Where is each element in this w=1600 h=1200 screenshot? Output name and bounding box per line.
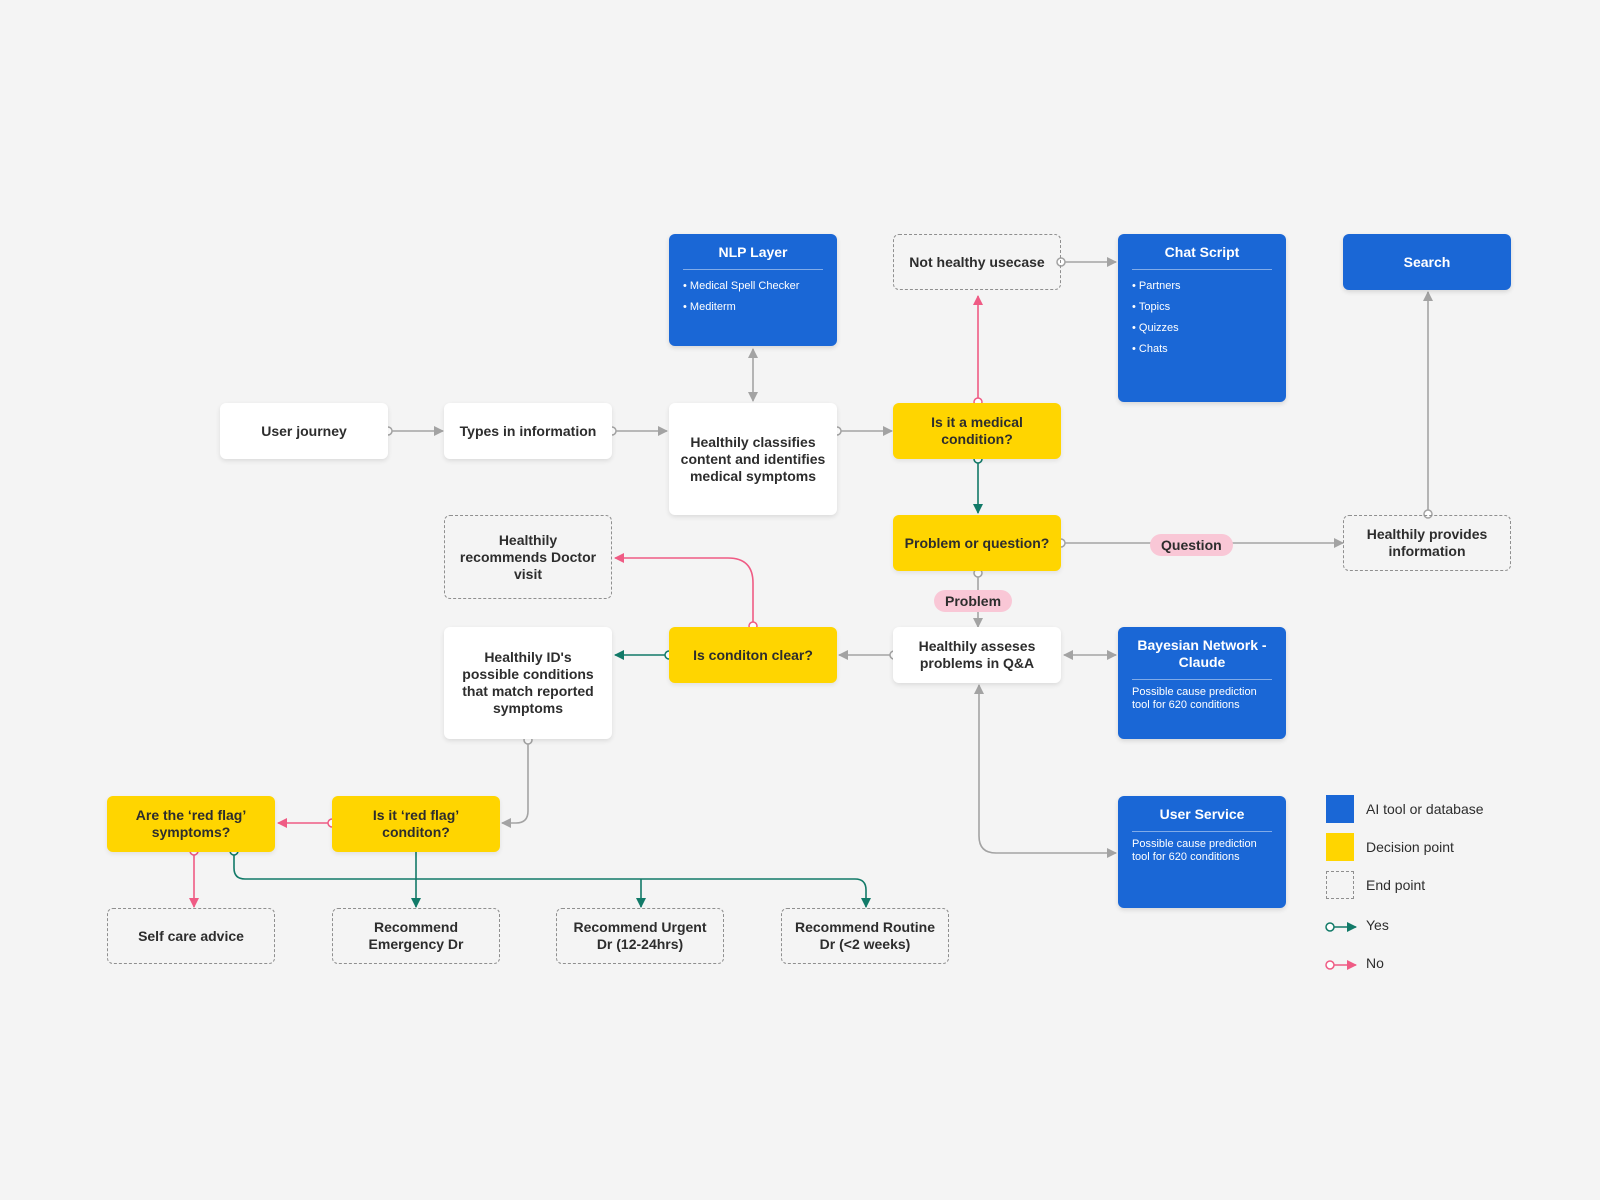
nlp-layer-items: Medical Spell Checker Mediterm <box>683 276 823 318</box>
chat-script-title: Chat Script <box>1132 244 1272 270</box>
chat-script-items: Partners Topics Quizzes Chats <box>1132 276 1272 360</box>
node-provides-info-label: Healthily provides information <box>1366 526 1488 559</box>
edge-label-problem: Problem <box>934 590 1013 612</box>
nlp-layer-title: NLP Layer <box>683 244 823 270</box>
node-recommend-routine[interactable]: Recommend Routine Dr (<2 weeks) <box>781 908 949 964</box>
node-recommend-urgent-label: Recommend Urgent Dr (12-24hrs) <box>573 919 707 952</box>
node-self-care-advice[interactable]: Self care advice <box>107 908 275 964</box>
node-red-flag-condition[interactable]: Is it ‘red flag’ conditon? <box>332 796 500 852</box>
node-classifies-label: Healthily classifies content and identif… <box>680 433 826 484</box>
node-healthily-assesses[interactable]: Healthily asseses problems in Q&A <box>893 627 1061 683</box>
node-assesses-label: Healthily asseses problems in Q&A <box>918 638 1036 671</box>
chat-script-item: Topics <box>1132 297 1272 318</box>
node-self-care-label: Self care advice <box>138 927 244 944</box>
chat-script-item: Partners <box>1132 276 1272 297</box>
node-red-flag-condition-label: Is it ‘red flag’ conditon? <box>372 807 460 840</box>
user-service-desc: Possible cause prediction tool for 620 c… <box>1132 838 1257 863</box>
legend-end-point-swatch <box>1326 871 1354 899</box>
node-is-medical-label: Is it a medical condition? <box>931 414 1023 447</box>
bayesian-desc: Possible cause prediction tool for 620 c… <box>1132 686 1257 711</box>
node-red-flag-symptoms[interactable]: Are the ‘red flag’ symptoms? <box>107 796 275 852</box>
legend-yes: Yes <box>1366 917 1389 933</box>
node-ids-conditions-label: Healthily ID's possible conditions that … <box>462 649 594 716</box>
legend-ai-tool: AI tool or database <box>1326 795 1484 823</box>
node-healthily-classifies[interactable]: Healthily classifies content and identif… <box>669 403 837 515</box>
node-is-condition-clear[interactable]: Is conditon clear? <box>669 627 837 683</box>
user-service-title: User Service <box>1132 806 1272 832</box>
node-search-label: Search <box>1403 253 1451 270</box>
node-is-medical-condition[interactable]: Is it a medical condition? <box>893 403 1061 459</box>
legend-yes-icon <box>1325 922 1357 932</box>
node-healthily-recommends-doctor[interactable]: Healthily recommends Doctor visit <box>444 515 612 599</box>
node-condition-clear-label: Is conditon clear? <box>693 646 813 663</box>
node-recommend-routine-label: Recommend Routine Dr (<2 weeks) <box>794 919 935 952</box>
node-healthily-ids-conditions[interactable]: Healthily ID's possible conditions that … <box>444 627 612 739</box>
node-user-journey[interactable]: User journey <box>220 403 388 459</box>
legend-end-point-label: End point <box>1366 877 1426 893</box>
node-not-healthy-usecase[interactable]: Not healthy usecase <box>893 234 1061 290</box>
node-user-journey-label: User journey <box>261 422 347 439</box>
nlp-item: Medical Spell Checker <box>683 276 823 297</box>
edge-redflagsymptoms-yes-bus <box>233 851 871 908</box>
edge-userservice-assesses <box>974 684 1117 858</box>
legend-ai-tool-label: AI tool or database <box>1366 801 1484 817</box>
node-problem-or-question-label: Problem or question? <box>904 534 1050 551</box>
legend-decision: Decision point <box>1326 833 1454 861</box>
node-search[interactable]: Search <box>1343 234 1511 290</box>
edge-conditionclear-recommendsdoctor-no <box>614 553 754 626</box>
node-chat-script[interactable]: Chat Script Partners Topics Quizzes Chat… <box>1118 234 1286 402</box>
node-not-healthy-label: Not healthy usecase <box>909 253 1045 270</box>
legend-decision-label: Decision point <box>1366 839 1454 855</box>
legend-end-point: End point <box>1326 871 1425 899</box>
legend-no-label: No <box>1366 955 1384 971</box>
legend-no: No <box>1366 955 1384 971</box>
bayesian-title: Bayesian Network - Claude <box>1132 637 1272 680</box>
node-red-flag-symptoms-label: Are the ‘red flag’ symptoms? <box>135 807 247 840</box>
node-problem-or-question[interactable]: Problem or question? <box>893 515 1061 571</box>
nlp-item: Mediterm <box>683 297 823 318</box>
node-types-in-information[interactable]: Types in information <box>444 403 612 459</box>
legend-decision-swatch <box>1326 833 1354 861</box>
node-recommend-emergency-label: Recommend Emergency Dr <box>368 919 464 952</box>
legend-no-icon <box>1325 960 1357 970</box>
node-bayesian-network[interactable]: Bayesian Network - Claude Possible cause… <box>1118 627 1286 739</box>
legend-yes-label: Yes <box>1366 917 1389 933</box>
edge-idsconditions-redflagcondition <box>501 740 529 828</box>
node-types-label: Types in information <box>459 422 597 439</box>
edge-label-question: Question <box>1150 534 1233 556</box>
node-user-service[interactable]: User Service Possible cause prediction t… <box>1118 796 1286 908</box>
legend-ai-tool-swatch <box>1326 795 1354 823</box>
node-recommend-emergency[interactable]: Recommend Emergency Dr <box>332 908 500 964</box>
node-recommend-urgent[interactable]: Recommend Urgent Dr (12-24hrs) <box>556 908 724 964</box>
chat-script-item: Quizzes <box>1132 318 1272 339</box>
node-recommends-doctor-label: Healthily recommends Doctor visit <box>459 531 597 582</box>
node-healthily-provides-information[interactable]: Healthily provides information <box>1343 515 1511 571</box>
chat-script-item: Chats <box>1132 339 1272 360</box>
node-nlp-layer[interactable]: NLP Layer Medical Spell Checker Mediterm <box>669 234 837 346</box>
